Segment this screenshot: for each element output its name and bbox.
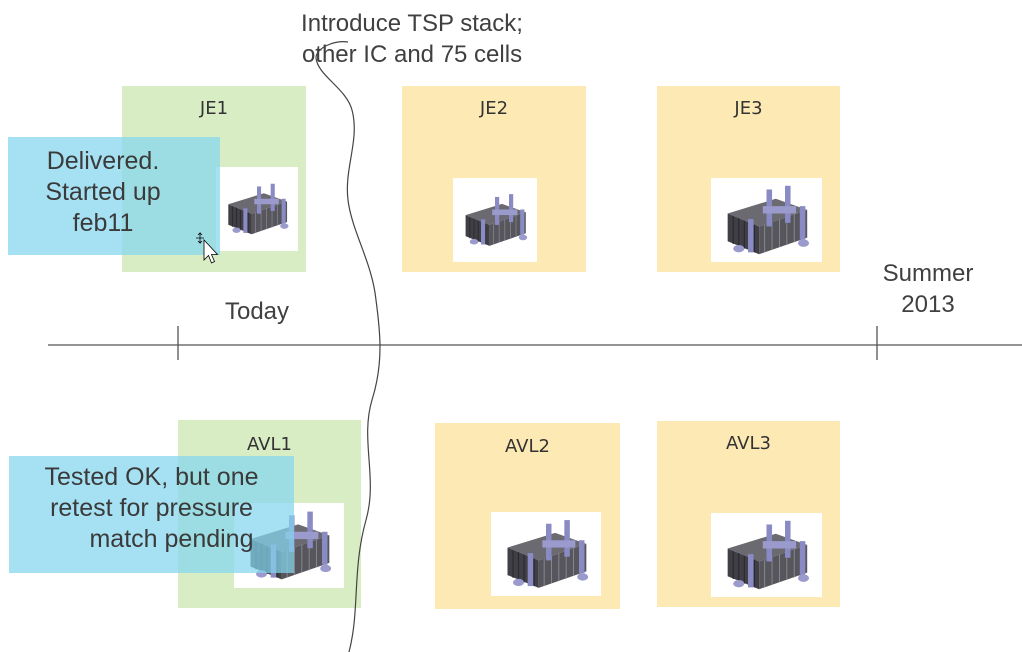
today-label: Today bbox=[224, 298, 290, 325]
end-label-line-1: Summer bbox=[882, 260, 974, 287]
wavy-divider-line bbox=[315, 41, 381, 652]
avl1-label: AVL1 bbox=[247, 434, 292, 455]
je1-note-line-3: feb11 bbox=[72, 209, 134, 237]
avl2-box: AVL2 bbox=[435, 423, 620, 609]
je2-box: JE2 bbox=[402, 86, 586, 272]
avl1-status-note: Tested OK, but one retest for pressure m… bbox=[9, 456, 294, 573]
move-cursor-icon bbox=[196, 232, 219, 264]
je1-note-line-1: Delivered. bbox=[46, 147, 160, 175]
je2-stack-image bbox=[453, 178, 537, 262]
avl1-note-line-3: match pending bbox=[89, 525, 254, 553]
end-label: Summer 2013 bbox=[870, 258, 986, 320]
avl2-stack-image bbox=[491, 512, 601, 596]
avl3-stack-image bbox=[711, 513, 822, 597]
header-line-2: other IC and 75 cells bbox=[301, 41, 523, 68]
avl2-label: AVL2 bbox=[505, 436, 550, 457]
je1-label: JE1 bbox=[199, 98, 229, 119]
end-label-line-2: 2013 bbox=[901, 291, 955, 318]
avl3-box: AVL3 bbox=[657, 421, 840, 607]
je1-note-line-2: Started up bbox=[45, 178, 161, 206]
je3-stack-image bbox=[711, 178, 822, 262]
avl1-note-line-2: retest for pressure bbox=[50, 494, 253, 522]
je3-label: JE3 bbox=[734, 98, 763, 119]
avl1-note-line-1: Tested OK, but one bbox=[44, 463, 259, 491]
avl3-label: AVL3 bbox=[726, 433, 771, 454]
header-line-1: Introduce TSP stack; bbox=[301, 10, 523, 37]
header-text: Introduce TSP stack; other IC and 75 cel… bbox=[272, 8, 552, 70]
je2-label: JE2 bbox=[479, 98, 509, 119]
je1-status-note: Delivered. Started up feb11 bbox=[8, 137, 220, 255]
je1-stack-image bbox=[216, 167, 298, 251]
je3-box: JE3 bbox=[657, 86, 840, 272]
